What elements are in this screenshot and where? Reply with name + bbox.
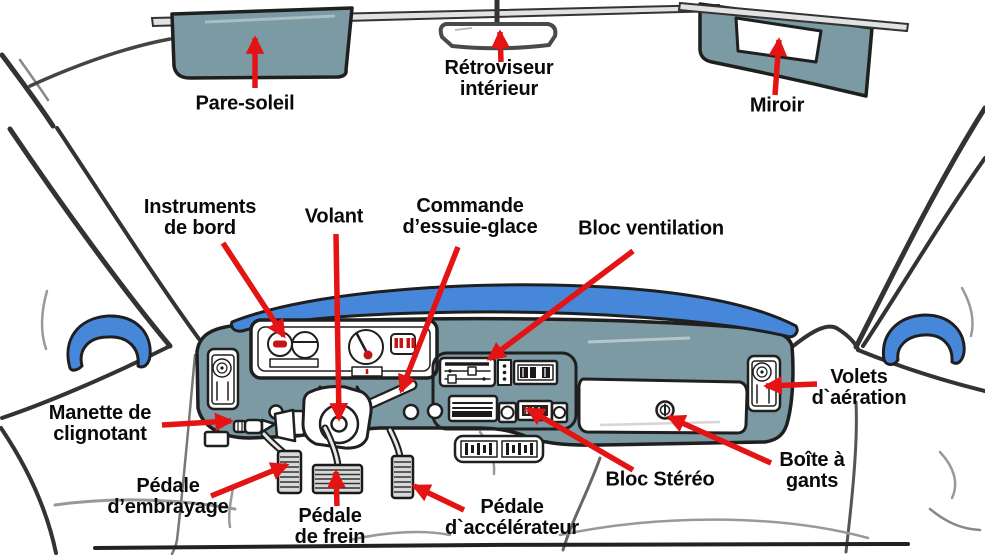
ventilation-block [438, 356, 559, 388]
label-pedale-frein: Pédale de frein [294, 505, 366, 548]
arrow-bloc-ventilation [486, 248, 635, 362]
label-volets-aeration: Volets d`aération [811, 366, 907, 409]
label-instruments-de-bord: Instruments de bord [143, 196, 257, 239]
arrow-retroviseur [491, 29, 510, 63]
fuel-gauge [291, 331, 319, 359]
label-boite-a-gants: Boîte à gants [779, 449, 845, 492]
arrow-bloc-stereo [525, 406, 635, 473]
glove-box [577, 377, 749, 435]
warning-gauge [267, 331, 293, 357]
stereo-knob [500, 405, 515, 420]
accelerator-pedal [386, 426, 415, 500]
label-pare-soleil: Pare-soleil [195, 92, 295, 115]
arrow-volant [329, 233, 349, 422]
instrument-cluster [249, 318, 439, 380]
label-manette-clignotant: Manette de clignotant [48, 402, 152, 445]
arrow-boite-a-gants [666, 414, 773, 466]
arrow-accelerateur [411, 483, 466, 513]
label-pedale-accelerateur: Pédale d`accélérateur [445, 496, 579, 539]
vent-slider-knob [447, 374, 457, 384]
vent-slider-knob [467, 366, 477, 376]
arrow-miroir [768, 37, 788, 96]
side-vent-left [206, 347, 240, 411]
lower-vent-grille [453, 434, 545, 464]
arrow-instruments [220, 241, 287, 339]
label-commande-essuie-glace: Commande d’essuie-glace [402, 195, 538, 238]
label-pedale-embrayage: Pédale d’embrayage [107, 475, 229, 518]
arrow-frein [327, 469, 346, 507]
glove-box-lock [655, 400, 675, 420]
speedometer [348, 329, 384, 377]
door-pull-right [881, 313, 966, 366]
turn-signal-stalk [203, 408, 297, 448]
arrow-essuie-glace [398, 245, 461, 394]
roof-rail-right [677, 1, 910, 33]
arrow-volets-aeration [763, 376, 818, 395]
label-bloc-ventilation: Bloc ventilation [578, 217, 724, 240]
sun-visor-left [170, 6, 354, 80]
pointer-arrows [161, 29, 818, 513]
label-retroviseur: Rétroviseur intérieur [444, 57, 554, 100]
stereo-knob [553, 406, 566, 419]
odometer-window [269, 358, 319, 368]
door-pull-left [66, 314, 152, 372]
label-volant: Volant [304, 205, 364, 228]
arrow-manette [161, 412, 234, 432]
label-miroir: Miroir [749, 94, 805, 117]
arrow-embrayage [209, 462, 290, 499]
label-bloc-stereo: Bloc Stéréo [605, 468, 715, 491]
indicator-gauge [390, 333, 416, 355]
clutch-pedal [260, 430, 303, 495]
